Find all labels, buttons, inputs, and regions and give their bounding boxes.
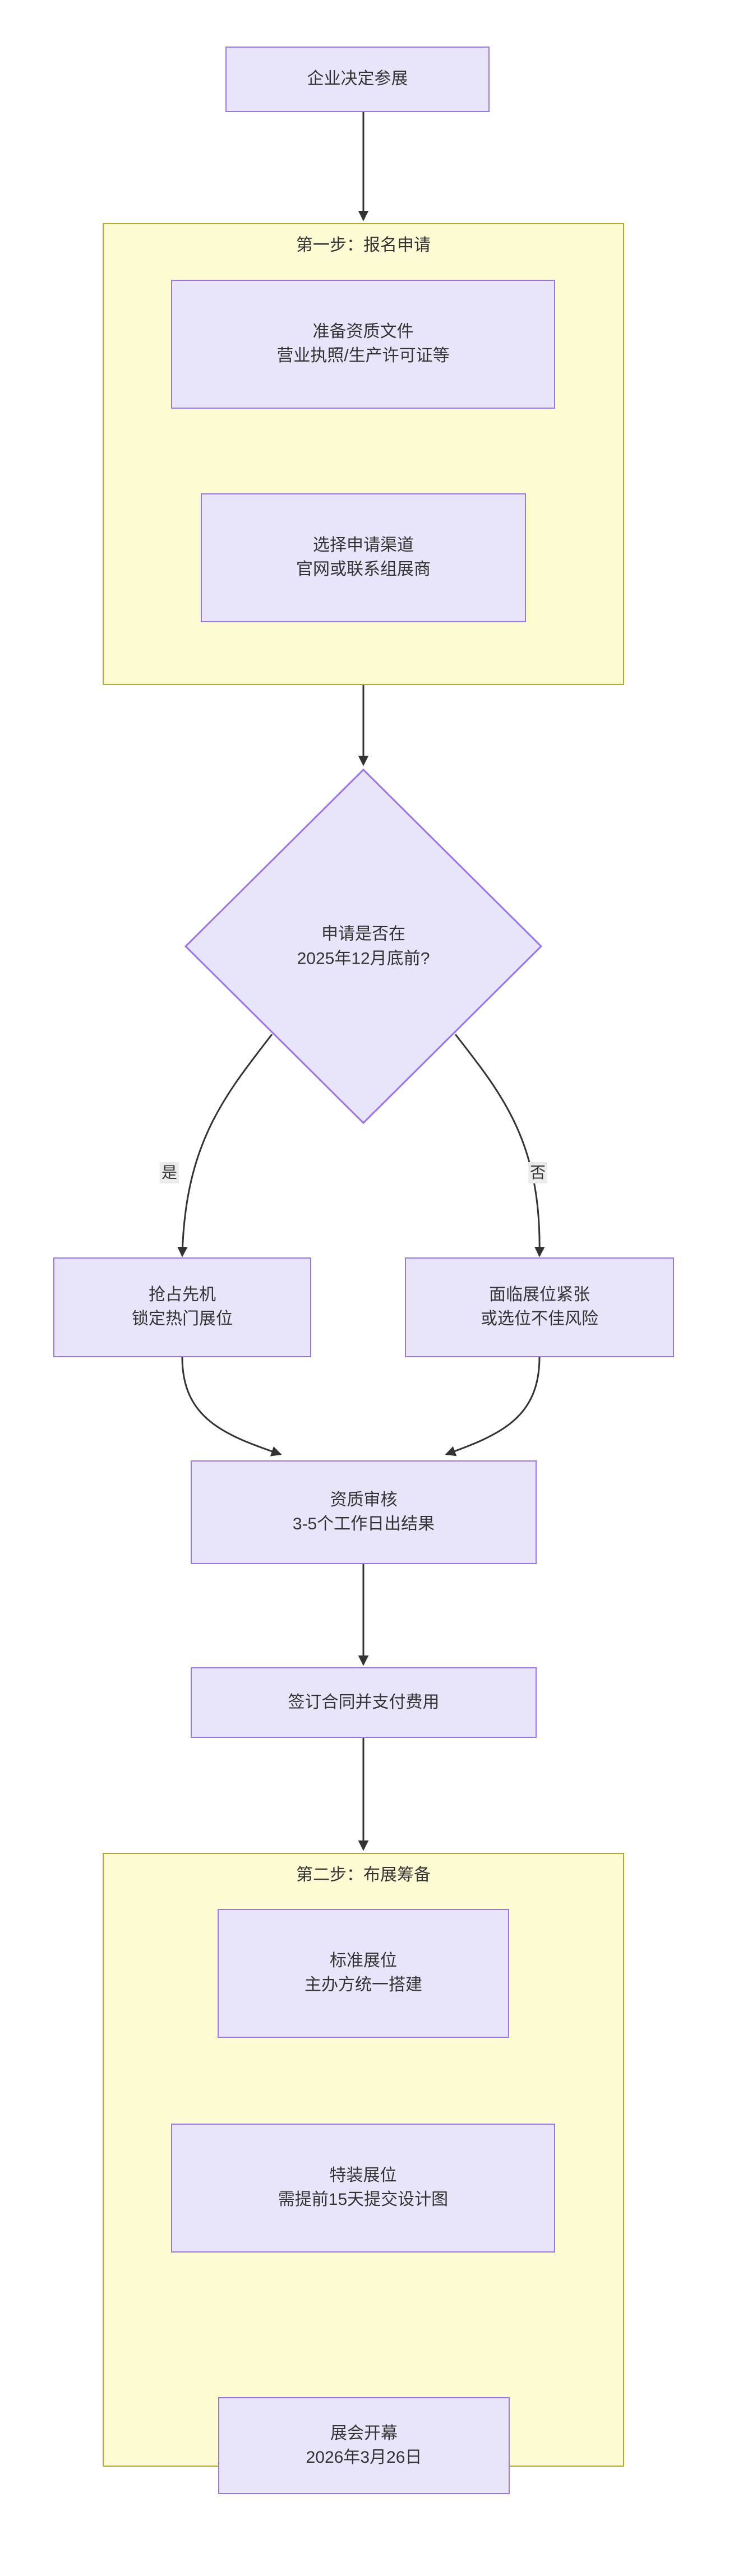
node-custom-booth-line-1: 特装展位: [329, 2166, 397, 2185]
node-early-branch[interactable]: 抢占先机 锁定热门展位: [53, 1257, 311, 1357]
node-early-branch-line-1: 抢占先机: [149, 1285, 216, 1305]
node-start[interactable]: 企业决定参展: [225, 47, 490, 112]
node-prepare-docs[interactable]: 准备资质文件 营业执照/生产许可证等: [171, 280, 555, 409]
node-review-line-2: 3-5个工作日出结果: [292, 1514, 435, 1533]
node-opening[interactable]: 展会开幕 2026年3月26日: [218, 2397, 510, 2494]
node-decision[interactable]: 申请是否在 2025年12月底前?: [184, 768, 543, 1125]
edge-early-to-review: [181, 1357, 282, 1456]
node-prepare-docs-line-1: 准备资质文件: [312, 322, 414, 341]
edge-label-yes: 是: [160, 1162, 179, 1183]
node-custom-booth[interactable]: 特装展位 需提前15天提交设计图: [171, 2124, 555, 2253]
node-opening-line-1: 展会开幕: [330, 2424, 398, 2443]
node-custom-booth-line-2: 需提前15天提交设计图: [278, 2190, 449, 2209]
edge-late-to-review: [445, 1357, 541, 1456]
subgraph-step2-title: 第二步：布展筹备: [296, 1866, 431, 1884]
node-late-branch-line-1: 面临展位紧张: [489, 1285, 590, 1305]
subgraph-step1-title: 第一步：报名申请: [296, 236, 431, 255]
node-review-line-1: 资质审核: [330, 1490, 398, 1509]
node-choose-channel[interactable]: 选择申请渠道 官网或联系组展商: [201, 493, 526, 622]
node-choose-channel-line-1: 选择申请渠道: [313, 536, 414, 555]
node-standard-booth[interactable]: 标准展位 主办方统一搭建: [218, 1909, 509, 2038]
node-standard-booth-line-1: 标准展位: [330, 1951, 397, 1971]
node-prepare-docs-line-2: 营业执照/生产许可证等: [276, 346, 450, 365]
edge-label-no: 否: [528, 1162, 548, 1183]
node-contract-line-1: 签订合同并支付费用: [288, 1692, 440, 1712]
node-early-branch-line-2: 锁定热门展位: [132, 1310, 233, 1328]
node-contract[interactable]: 签订合同并支付费用: [191, 1667, 537, 1738]
node-standard-booth-line-2: 主办方统一搭建: [304, 1976, 422, 1994]
node-start-line-1: 企业决定参展: [307, 70, 408, 89]
node-choose-channel-line-2: 官网或联系组展商: [296, 560, 431, 579]
node-opening-line-2: 2026年3月26日: [306, 2448, 422, 2467]
node-late-branch-line-2: 或选位不佳风险: [481, 1310, 598, 1328]
node-late-branch[interactable]: 面临展位紧张 或选位不佳风险: [405, 1257, 674, 1357]
diamond-shape: [184, 768, 543, 1125]
node-review[interactable]: 资质审核 3-5个工作日出结果: [191, 1460, 537, 1564]
